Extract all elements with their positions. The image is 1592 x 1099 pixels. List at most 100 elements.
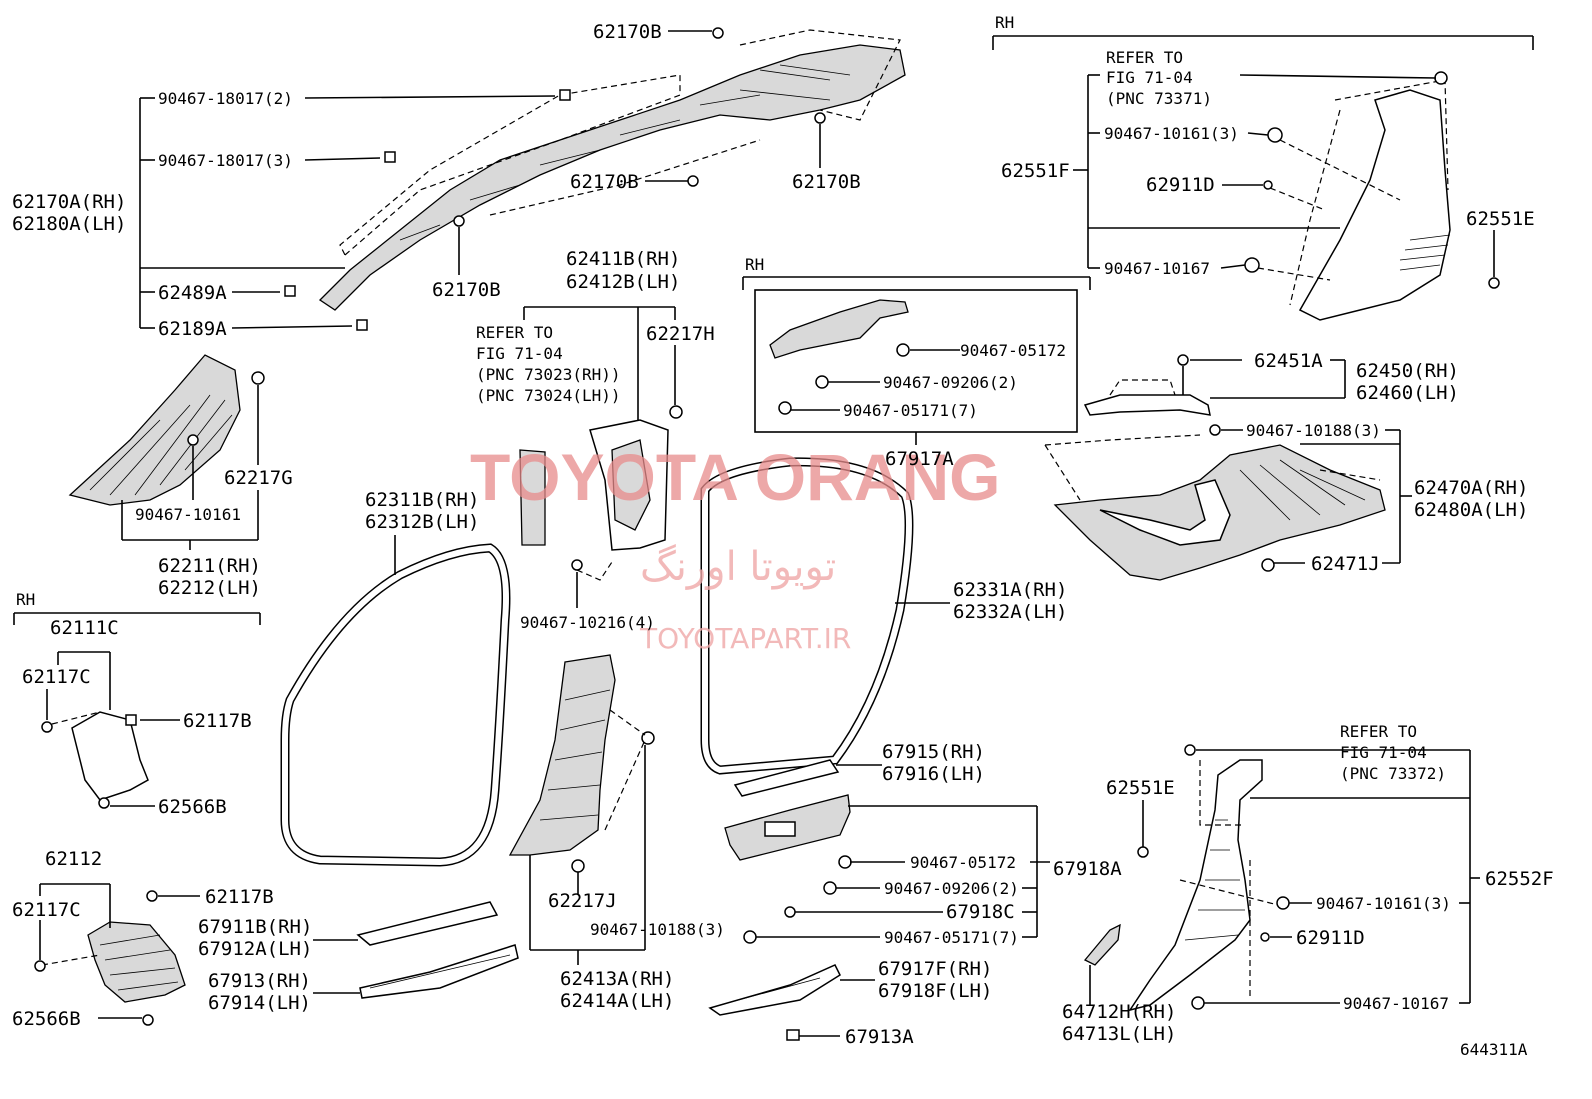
label-62460: 62460(LH) xyxy=(1356,382,1459,404)
label-62112: 62112 xyxy=(45,848,102,870)
label-62170B-right: 62170B xyxy=(792,171,861,193)
label-90467-05172-b: 90467-05172 xyxy=(910,853,1016,872)
label-62911D-a: 62911D xyxy=(1146,174,1215,196)
label-67912A: 67912A(LH) xyxy=(198,938,312,960)
quarter-garnish-62450 xyxy=(1083,354,1346,416)
label-62551F: 62551F xyxy=(1001,160,1070,182)
label-67918A: 67918A xyxy=(1053,858,1122,880)
label-62111C: 62111C xyxy=(50,617,119,639)
part-labels: 62170B 90467-18017(2) 90467-18017(3) 621… xyxy=(12,21,1554,1059)
label-62413A: 62413A(RH) xyxy=(560,968,674,990)
label-62450: 62450(RH) xyxy=(1356,360,1459,382)
label-62217H: 62217H xyxy=(646,323,715,345)
watermark-site: TOYOTAPART.IR xyxy=(639,622,851,655)
label-67918C: 67918C xyxy=(946,901,1015,923)
rh-label-left: RH xyxy=(16,590,35,609)
label-62551E-b: 62551E xyxy=(1106,777,1175,799)
ref2-line2: FIG 71-04 xyxy=(476,344,563,363)
label-62412B: 62412B(LH) xyxy=(566,271,680,293)
figure-id: 644311A xyxy=(1460,1040,1528,1059)
label-62170B-mid: 62170B xyxy=(570,171,639,193)
label-67911B: 67911B(RH) xyxy=(198,916,312,938)
label-62311B: 62311B(RH) xyxy=(365,489,479,511)
label-67916: 67916(LH) xyxy=(882,763,985,785)
label-90467-18017-3: 90467-18017(3) xyxy=(158,151,293,170)
label-62470A: 62470A(RH) xyxy=(1414,477,1528,499)
label-62170A: 62170A(RH) xyxy=(12,191,126,213)
label-67914: 67914(LH) xyxy=(208,992,311,1014)
label-90467-10161-3a: 90467-10161(3) xyxy=(1104,124,1239,143)
watermark-subtitle: تویوتا اورنگ xyxy=(640,544,836,590)
label-62180A: 62180A(LH) xyxy=(12,213,126,235)
label-62551E-a: 62551E xyxy=(1466,208,1535,230)
label-67918F: 67918F(LH) xyxy=(878,980,992,1002)
label-90467-09206-a: 90467-09206(2) xyxy=(883,373,1018,392)
label-90467-05172-a: 90467-05172 xyxy=(960,341,1066,360)
watermark-title: TOYOTA ORANG xyxy=(470,440,1000,514)
label-67915: 67915(RH) xyxy=(882,741,985,763)
a-pillar-garnish xyxy=(68,354,265,550)
label-62411B: 62411B(RH) xyxy=(566,248,680,270)
front-door-weatherstrip xyxy=(280,535,511,867)
ref1-line1: REFER TO xyxy=(1106,48,1183,67)
label-62217G: 62217G xyxy=(224,467,293,489)
rear-door-weatherstrip xyxy=(700,457,950,775)
front-scuff-plates xyxy=(313,901,519,999)
label-67917A: 67917A xyxy=(885,448,954,470)
rh-box-67917A xyxy=(742,276,1091,445)
label-90467-10188-a: 90467-10188(3) xyxy=(590,920,725,939)
label-62566B-b: 62566B xyxy=(12,1008,81,1030)
label-62217J: 62217J xyxy=(548,890,617,912)
ref2-line3: (PNC 73023(RH)) xyxy=(476,365,621,384)
quarter-trim-upper xyxy=(992,35,1534,321)
label-62414A: 62414A(LH) xyxy=(560,990,674,1012)
label-90467-05171-a: 90467-05171(7) xyxy=(843,401,978,420)
label-90467-10167-b: 90467-10167 xyxy=(1343,994,1449,1013)
rear-scuff-plates xyxy=(708,759,1050,1041)
ref3-line1: REFER TO xyxy=(1340,722,1417,741)
b-pillar-lower xyxy=(508,654,655,965)
ref2-line1: REFER TO xyxy=(476,323,553,342)
deck-side-trim xyxy=(1044,424,1412,581)
ref1-line2: FIG 71-04 xyxy=(1106,68,1193,87)
label-62331A: 62331A(RH) xyxy=(953,579,1067,601)
quarter-trim-lower xyxy=(1083,744,1480,1012)
label-90467-10167-a: 90467-10167 xyxy=(1104,259,1210,278)
label-62552F: 62552F xyxy=(1485,868,1554,890)
label-62170B-low: 62170B xyxy=(432,279,501,301)
label-62566B-a: 62566B xyxy=(158,796,227,818)
cowl-side-trim-lower xyxy=(34,883,200,1026)
label-64712H: 64712H(RH) xyxy=(1062,1001,1176,1023)
ref3-line2: FIG 71-04 xyxy=(1340,743,1427,762)
label-62489A: 62489A xyxy=(158,282,227,304)
label-90467-05171-b: 90467-05171(7) xyxy=(884,928,1019,947)
label-62189A: 62189A xyxy=(158,318,227,340)
rh-label-top-right: RH xyxy=(995,13,1014,32)
b-pillar-upper xyxy=(519,306,683,608)
label-62117B-b: 62117B xyxy=(205,886,274,908)
leaders-top-left xyxy=(139,30,821,329)
label-90467-10161-a: 90467-10161 xyxy=(135,505,241,524)
label-62170B-top: 62170B xyxy=(593,21,662,43)
label-90467-09206-b: 90467-09206(2) xyxy=(884,879,1019,898)
label-90467-18017-2: 90467-18017(2) xyxy=(158,89,293,108)
label-62117C-a: 62117C xyxy=(22,666,91,688)
label-62471J: 62471J xyxy=(1311,553,1380,575)
ref3-line3: (PNC 73372) xyxy=(1340,764,1446,783)
label-67913A: 67913A xyxy=(845,1026,914,1048)
ref2-line4: (PNC 73024(LH)) xyxy=(476,386,621,405)
label-62332A: 62332A(LH) xyxy=(953,601,1067,623)
label-62480A: 62480A(LH) xyxy=(1414,499,1528,521)
label-67913: 67913(RH) xyxy=(208,970,311,992)
label-62117C-b: 62117C xyxy=(12,899,81,921)
label-90467-10216: 90467-10216(4) xyxy=(520,613,655,632)
label-62117B-a: 62117B xyxy=(183,710,252,732)
label-62911D-b: 62911D xyxy=(1296,927,1365,949)
ref1-line3: (PNC 73371) xyxy=(1106,89,1212,108)
label-90467-10188-b: 90467-10188(3) xyxy=(1246,421,1381,440)
label-64713L: 64713L(LH) xyxy=(1062,1023,1176,1045)
label-67917F: 67917F(RH) xyxy=(878,958,992,980)
cowl-side-trim-upper xyxy=(13,612,261,809)
rh-label-middle: RH xyxy=(745,255,764,274)
